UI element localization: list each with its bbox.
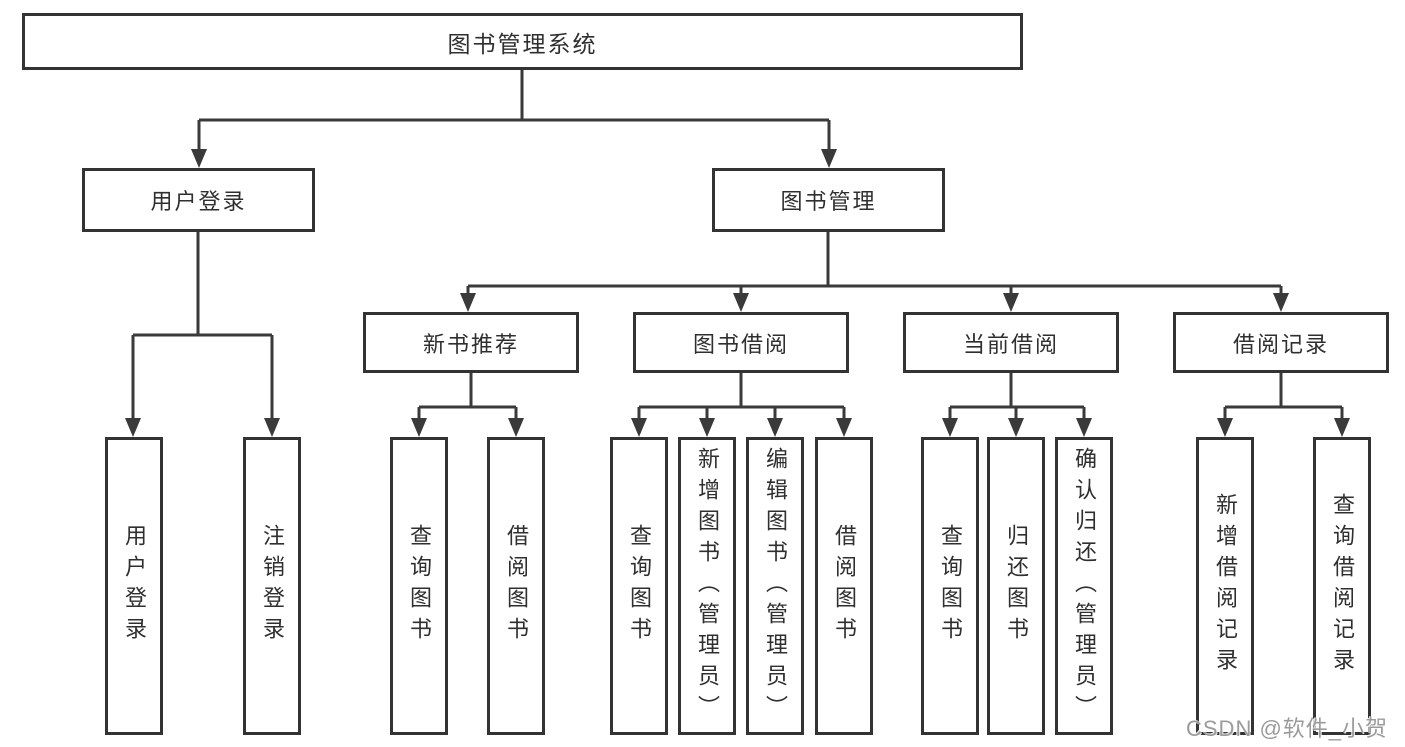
node-new-book-recommend: 新书推荐	[363, 312, 579, 373]
leaf-recommend-query-books: 查询图书	[390, 437, 448, 735]
leaf-borrowing-add-book-admin: 新增图书（管理员）	[678, 437, 736, 735]
connector-stems	[131, 70, 1344, 421]
csdn-watermark: CSDN @软件_小贺同学	[1186, 716, 1389, 741]
leaf-current-query-books: 查询图书	[921, 437, 979, 735]
leaf-recommend-borrow-books: 借阅图书	[487, 437, 545, 735]
node-borrowing-records: 借阅记录	[1173, 312, 1389, 373]
leaf-user-login: 用户登录	[105, 437, 163, 735]
node-book-borrowing: 图书借阅	[633, 312, 849, 373]
leaf-borrowing-edit-book-admin: 编辑图书（管理员）	[746, 437, 804, 735]
node-root-library-system: 图书管理系统	[22, 13, 1023, 70]
node-current-borrowing: 当前借阅	[903, 312, 1119, 373]
leaf-borrowing-borrow-books: 借阅图书	[815, 437, 873, 735]
leaf-borrowing-query-books: 查询图书	[610, 437, 668, 735]
arrowheads	[125, 149, 1350, 437]
leaf-records-add-record: 新增借阅记录	[1196, 437, 1254, 735]
node-book-management-branch: 图书管理	[712, 168, 945, 232]
leaf-logout: 注销登录	[243, 437, 301, 735]
leaf-records-query-record: 查询借阅记录	[1313, 437, 1371, 735]
node-user-login-branch: 用户登录	[82, 168, 315, 232]
leaf-current-return-books: 归还图书	[987, 437, 1045, 735]
leaf-current-confirm-return-admin: 确认归还（管理员）	[1055, 437, 1113, 735]
